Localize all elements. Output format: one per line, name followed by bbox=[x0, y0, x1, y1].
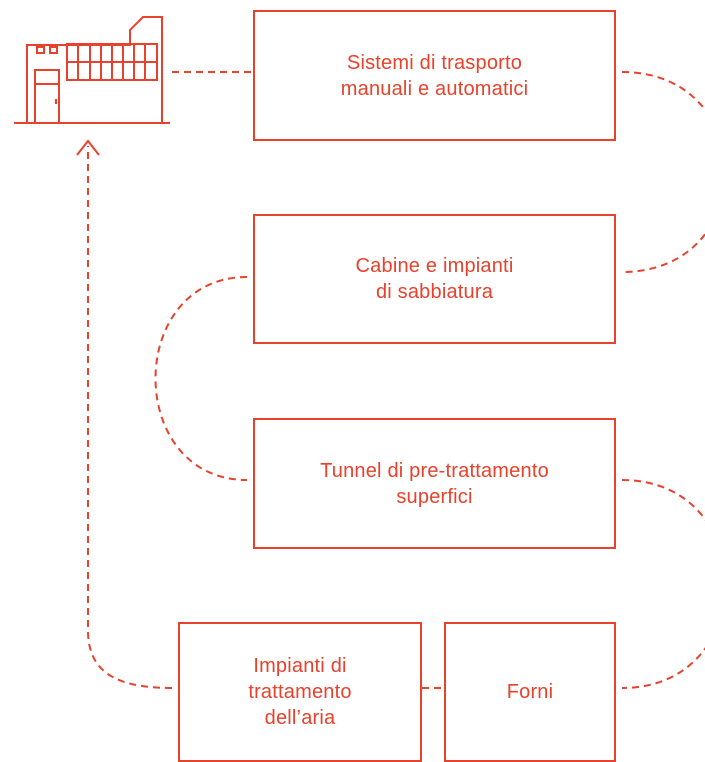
pretreatment-tunnel-label: Tunnel di pre-trattamento superfici bbox=[320, 459, 549, 508]
connector-sandblasting-to-tunnel bbox=[154, 276, 248, 481]
pretreatment-tunnel-box: Tunnel di pre-trattamento superfici bbox=[253, 418, 616, 549]
ovens-box: Forni bbox=[444, 622, 616, 762]
connector-air-to-factory bbox=[87, 146, 173, 689]
air-treatment-label: Impianti di trattamento dell’aria bbox=[248, 655, 352, 729]
ovens-label: Forni bbox=[506, 681, 554, 703]
sandblasting-label: Cabine e impianti di sabbiatura bbox=[355, 255, 514, 303]
transport-systems-box: Sistemi di trasporto manuali e automatic… bbox=[253, 10, 616, 141]
connector-transport-to-sandblasting bbox=[621, 71, 705, 273]
factory-icon bbox=[14, 16, 170, 124]
connector-tunnel-to-ovens bbox=[621, 479, 705, 689]
transport-systems-label: Sistemi di trasporto manuali e automatic… bbox=[340, 51, 529, 100]
arrow-up-icon bbox=[76, 139, 100, 156]
air-treatment-box: Impianti di trattamento dell’aria bbox=[178, 622, 422, 762]
sandblasting-box: Cabine e impianti di sabbiatura bbox=[253, 214, 616, 344]
